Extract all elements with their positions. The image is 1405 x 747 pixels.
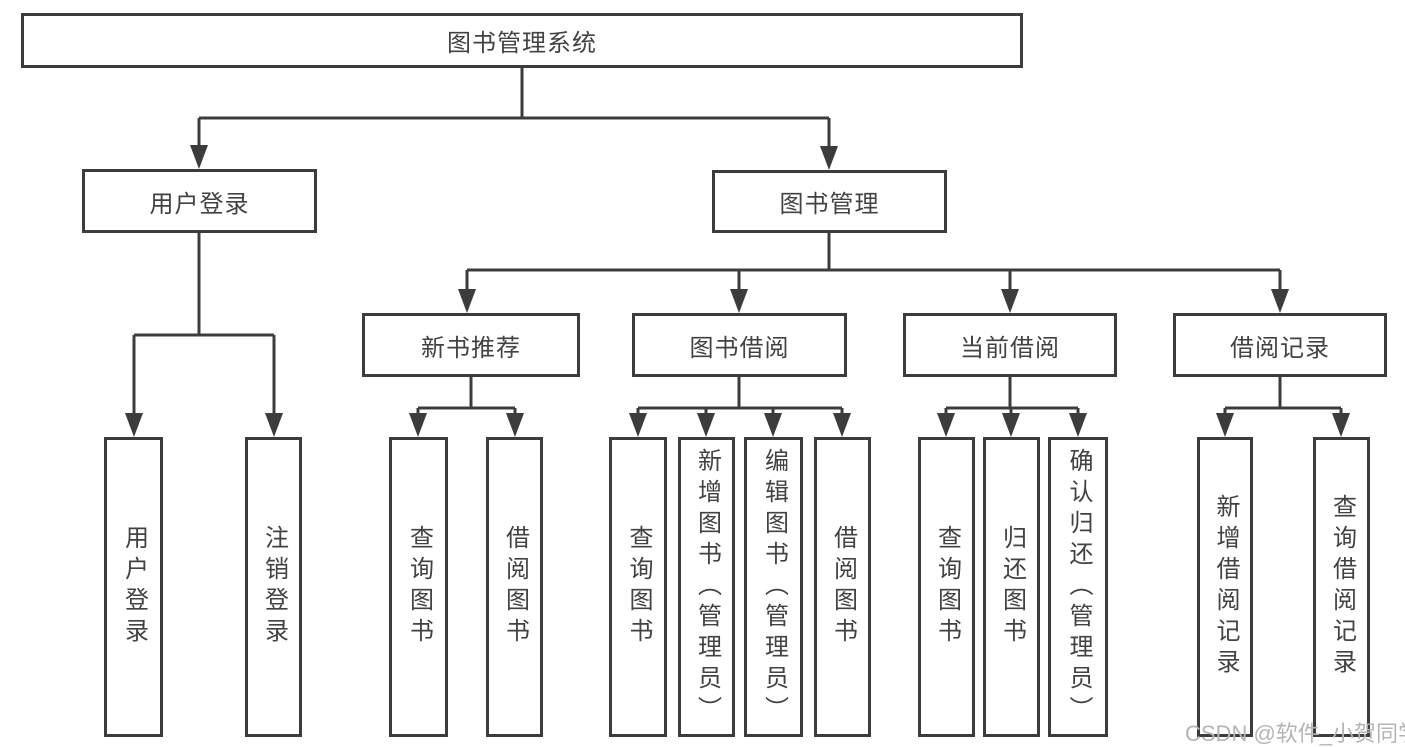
leaf-query-book-borrow: 查询图书 xyxy=(609,437,667,737)
arrowhead-icon xyxy=(1271,289,1289,313)
arrowhead-icon xyxy=(265,413,283,437)
watermark: CSDN @软件_小贺同学 xyxy=(1185,721,1405,746)
leaf-borrow-book-recommend: 借阅图书 xyxy=(486,437,543,737)
leaf-query-book-current: 查询图书 xyxy=(918,437,975,737)
node-user-login-label: 用户登录 xyxy=(149,190,250,218)
leaf-borrow-book-recommend-label: 借阅图书 xyxy=(501,525,529,649)
leaf-return-book: 归还图书 xyxy=(983,437,1040,737)
arrowhead-icon xyxy=(506,413,524,437)
leaf-borrow-book-label: 借阅图书 xyxy=(829,525,857,649)
leaf-query-book-recommend: 查询图书 xyxy=(389,437,448,737)
leaf-query-book-current-label: 查询图书 xyxy=(933,525,961,649)
arrowhead-icon xyxy=(409,413,427,437)
connector-path xyxy=(416,377,517,414)
arrowhead-icon xyxy=(764,413,782,437)
leaf-user-login: 用户登录 xyxy=(104,437,163,737)
arrowhead-icon xyxy=(1001,289,1019,313)
node-root-label: 图书管理系统 xyxy=(447,30,597,57)
node-borrow-record: 借阅记录 xyxy=(1173,313,1387,377)
connector-path xyxy=(636,377,844,414)
node-book-management-label: 图书管理 xyxy=(779,191,880,218)
arrowhead-icon xyxy=(820,146,838,170)
node-borrow-record-label: 借阅记录 xyxy=(1230,334,1330,362)
node-new-book-recommend-label: 新书推荐 xyxy=(421,334,521,362)
node-book-borrow-label: 图书借阅 xyxy=(689,334,790,362)
leaf-query-book-borrow-label: 查询图书 xyxy=(625,525,652,649)
leaf-edit-book-admin: 编辑图书（管理员） xyxy=(744,437,803,737)
leaf-add-borrow-record-label: 新增借阅记录 xyxy=(1212,494,1239,680)
arrowhead-icon xyxy=(833,413,851,437)
leaf-user-login-label: 用户登录 xyxy=(120,525,148,649)
arrowhead-icon xyxy=(458,289,476,313)
node-current-borrow: 当前借阅 xyxy=(903,313,1117,377)
leaf-logout: 注销登录 xyxy=(245,437,302,737)
leaf-add-book-admin: 新增图书（管理员） xyxy=(678,437,735,737)
connector-path xyxy=(132,233,276,414)
node-book-management: 图书管理 xyxy=(712,170,947,233)
arrowhead-icon xyxy=(730,289,748,313)
leaf-query-borrow-record: 查询借阅记录 xyxy=(1313,437,1370,737)
arrowhead-icon xyxy=(629,413,647,437)
arrowhead-icon xyxy=(125,413,143,437)
arrowhead-icon xyxy=(190,145,208,169)
node-user-login: 用户登录 xyxy=(82,169,317,233)
leaf-confirm-return-admin: 确认归还（管理员） xyxy=(1048,437,1108,737)
leaf-borrow-book: 借阅图书 xyxy=(814,437,871,737)
connector-path xyxy=(1223,377,1343,414)
leaf-query-book-recommend-label: 查询图书 xyxy=(405,525,433,649)
arrowhead-icon xyxy=(1216,413,1234,437)
connector-path xyxy=(944,377,1080,414)
node-current-borrow-label: 当前借阅 xyxy=(960,334,1060,362)
node-book-borrow: 图书借阅 xyxy=(632,313,847,377)
arrowhead-icon xyxy=(697,413,715,437)
leaf-return-book-label: 归还图书 xyxy=(998,525,1026,649)
arrowhead-icon xyxy=(1069,413,1087,437)
node-root: 图书管理系统 xyxy=(21,13,1023,68)
leaf-confirm-return-admin-label: 确认归还（管理员） xyxy=(1065,447,1092,727)
node-new-book-recommend: 新书推荐 xyxy=(362,313,580,377)
arrowhead-icon xyxy=(1002,413,1020,437)
leaf-add-borrow-record: 新增借阅记录 xyxy=(1197,437,1253,737)
connector-path xyxy=(197,68,831,146)
connector-path xyxy=(465,233,1282,290)
arrowhead-icon xyxy=(937,413,955,437)
leaf-add-book-admin-label: 新增图书（管理员） xyxy=(693,447,721,727)
leaf-edit-book-admin-label: 编辑图书（管理员） xyxy=(760,447,788,727)
arrowhead-icon xyxy=(1332,413,1350,437)
leaf-query-borrow-record-label: 查询借阅记录 xyxy=(1328,494,1356,680)
leaf-logout-label: 注销登录 xyxy=(260,525,288,649)
